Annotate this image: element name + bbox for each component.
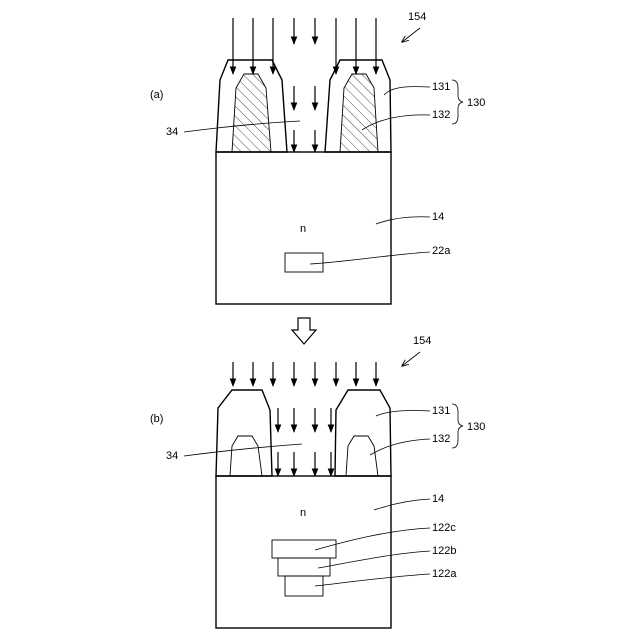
transition-arrow <box>292 318 316 344</box>
leader-131-b <box>376 411 430 416</box>
figure-ref-arrow-top <box>402 28 420 42</box>
figure-ref-label-top: 154 <box>408 11 426 23</box>
mask-outer-right-b <box>335 390 391 476</box>
label-122b: 122b <box>432 545 456 557</box>
doped-type-label-a: n <box>300 223 306 235</box>
label-122c: 122c <box>432 522 456 534</box>
mask-inner-right-a <box>340 74 378 152</box>
leader-122a <box>315 574 430 586</box>
doped-type-label-b: n <box>300 507 306 519</box>
figure-ref-arrow-bottom <box>402 352 420 366</box>
implant-region-122c <box>272 540 336 558</box>
label-34-a: 34 <box>166 126 178 138</box>
implant-arrows-b <box>233 362 376 476</box>
leader-132-b <box>370 439 430 455</box>
brace-130-b <box>452 404 463 448</box>
label-22a: 22a <box>432 245 451 257</box>
label-130-a: 130 <box>467 97 485 109</box>
leader-14-b <box>374 499 430 510</box>
panel-b: (b) <box>150 362 485 628</box>
label-132-a: 132 <box>432 109 450 121</box>
leader-14-a <box>376 217 430 224</box>
leader-131-a <box>384 87 430 95</box>
leader-122c <box>315 528 430 550</box>
mask-inner-right-b <box>346 436 378 476</box>
panel-a-label: (a) <box>150 89 163 101</box>
substrate-b <box>216 476 391 628</box>
label-131-b: 131 <box>432 405 450 417</box>
mask-inner-left-b <box>230 436 262 476</box>
label-132-b: 132 <box>432 433 450 445</box>
label-130-b: 130 <box>467 421 485 433</box>
figure-ref-label-bottom: 154 <box>413 335 431 347</box>
mask-outer-left-b <box>216 390 272 476</box>
leader-122b <box>318 551 430 568</box>
leader-34-b <box>184 444 302 456</box>
panel-b-label: (b) <box>150 413 163 425</box>
label-34-b: 34 <box>166 450 178 462</box>
brace-130-a <box>452 80 463 124</box>
panel-a: (a) n 131 132 <box>150 18 485 304</box>
leader-22a <box>310 252 430 264</box>
mask-inner-left-a <box>232 74 271 152</box>
label-14-b: 14 <box>432 493 444 505</box>
label-131-a: 131 <box>432 81 450 93</box>
implant-region-22a <box>285 253 323 272</box>
label-122a: 122a <box>432 568 457 580</box>
label-14-a: 14 <box>432 211 444 223</box>
